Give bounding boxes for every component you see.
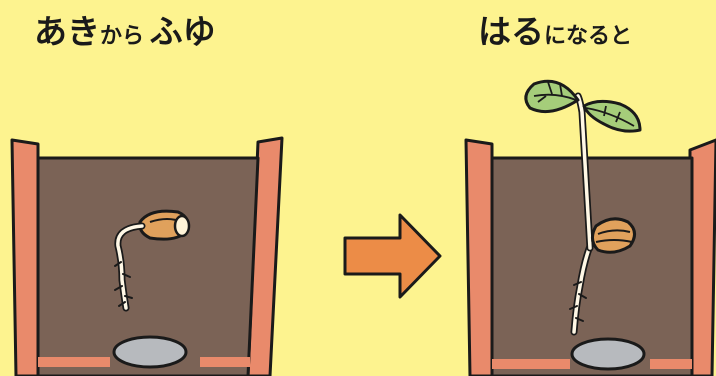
pot-rim-left — [464, 138, 494, 376]
pot-rim-left — [10, 138, 40, 376]
sprouting-seed-icon — [114, 209, 191, 312]
seed-halves — [591, 217, 636, 254]
caption-autumn-to-winter: あきから ふゆ — [34, 8, 216, 62]
soil-right — [490, 156, 694, 376]
seedling-icon — [524, 79, 642, 336]
stone-right — [570, 337, 646, 371]
caption-winter: ふゆ — [149, 12, 216, 51]
right-pot — [464, 79, 716, 376]
caption-when-it-becomes: になると — [544, 24, 633, 49]
caption-when-spring: はるになると — [478, 8, 632, 62]
leaf-left — [524, 79, 580, 114]
caption-spring: はる — [478, 12, 544, 51]
leaf-right — [582, 99, 642, 133]
arrow-right-icon — [343, 213, 442, 299]
pot-rim-right — [688, 138, 716, 376]
soil-left — [36, 156, 260, 376]
caption-autumn: あき — [34, 12, 100, 51]
stone-left — [112, 335, 188, 369]
left-pot — [10, 136, 284, 376]
caption-from: から — [100, 24, 145, 49]
